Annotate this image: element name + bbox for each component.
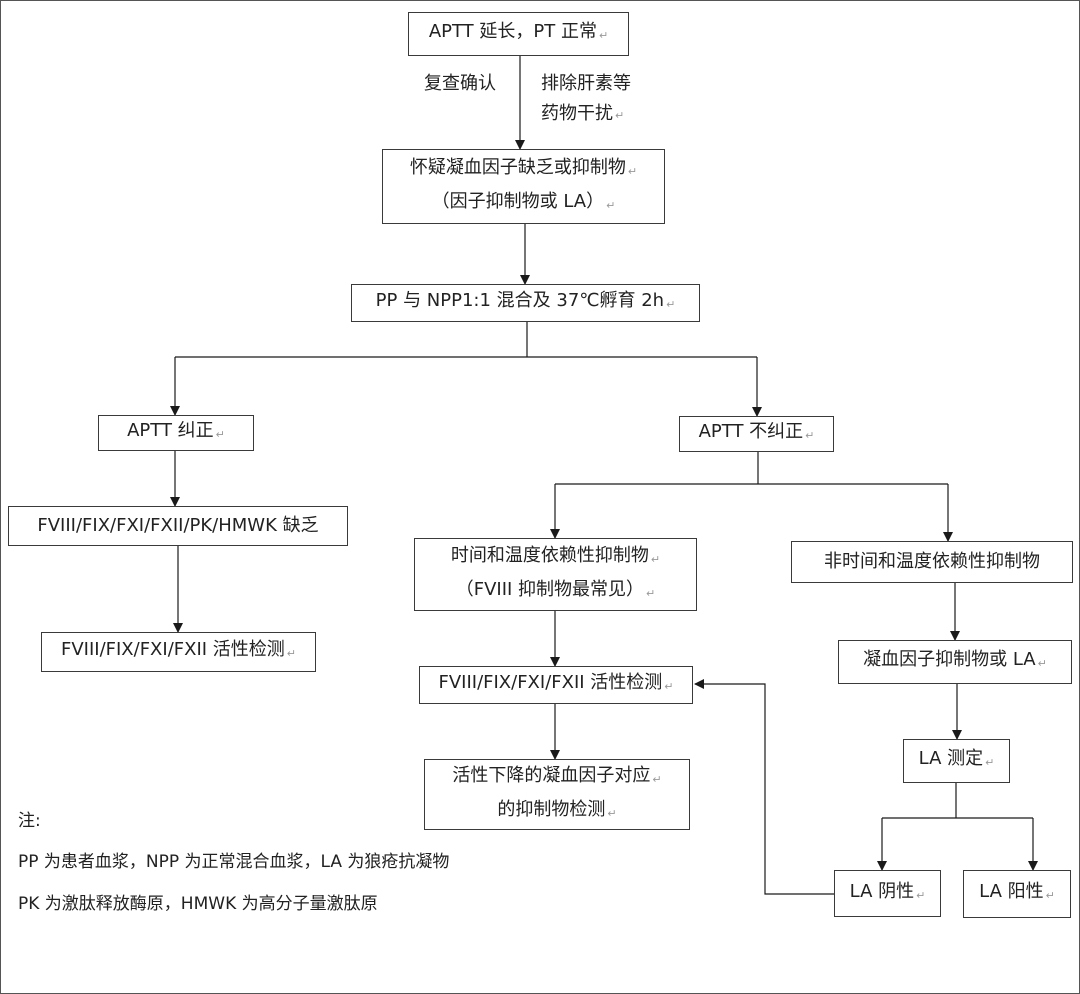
node-factor-inhibitor-or-la: 凝血因子抑制物或 LA↵ <box>838 640 1072 684</box>
paragraph-mark-icon: ↵ <box>666 298 676 311</box>
node-la-positive: LA 阳性↵ <box>963 870 1071 918</box>
paragraph-mark-icon: ↵ <box>627 164 638 178</box>
notes-title: 注: <box>18 811 41 831</box>
paragraph-mark-icon: ↵ <box>215 428 225 441</box>
node-aptt-corrected: APTT 纠正↵ <box>98 415 254 451</box>
node-decreased-factor-inhibitor-test: 活性下降的凝血因子对应↵ 的抑制物检测↵ <box>424 759 690 830</box>
paragraph-mark-icon: ↵ <box>598 29 609 42</box>
node-suspect-deficiency-or-inhibitor: 怀疑凝血因子缺乏或抑制物↵ （因子抑制物或 LA）↵ <box>382 149 665 224</box>
paragraph-mark-icon: ↵ <box>615 109 625 122</box>
node-start: APTT 延长，PT 正常↵ <box>408 12 629 56</box>
node-non-time-temp-dependent-inhibitor: 非时间和温度依赖性抑制物 <box>791 541 1073 583</box>
edge-label-exclude: 排除肝素等 药物干扰↵ <box>541 73 631 124</box>
paragraph-mark-icon: ↵ <box>607 806 617 820</box>
node-activity-test-middle: FVIII/FIX/FXI/FXII 活性检测↵ <box>419 666 693 704</box>
paragraph-mark-icon: ↵ <box>985 756 995 769</box>
node-la-negative: LA 阴性↵ <box>834 870 941 917</box>
paragraph-mark-icon: ↵ <box>1037 657 1047 670</box>
node-activity-test-left: FVIII/FIX/FXI/FXII 活性检测↵ <box>41 632 316 672</box>
notes-line-1: PP 为患者血浆，NPP 为正常混合血浆，LA 为狼疮抗凝物 <box>18 852 450 872</box>
node-factor-deficiency: FVIII/FIX/FXI/FXII/PK/HMWK 缺乏 <box>8 506 348 546</box>
paragraph-mark-icon: ↵ <box>1045 889 1055 902</box>
notes-line-2: PK 为激肽释放酶原，HMWK 为高分子量激肽原 <box>18 894 378 914</box>
paragraph-mark-icon: ↵ <box>646 586 656 600</box>
paragraph-mark-icon: ↵ <box>652 772 662 786</box>
node-mix-incubate: PP 与 NPP1:1 混合及 37℃孵育 2h↵ <box>351 284 700 322</box>
node-aptt-not-corrected: APTT 不纠正↵ <box>679 416 834 452</box>
paragraph-mark-icon: ↵ <box>916 888 926 902</box>
node-la-test: LA 测定↵ <box>903 739 1010 783</box>
edge-label-recheck: 复查确认 <box>424 73 496 94</box>
paragraph-mark-icon: ↵ <box>664 680 674 693</box>
node-time-temp-dependent-inhibitor: 时间和温度依赖性抑制物↵ （FVIII 抑制物最常见）↵ <box>414 538 697 611</box>
paragraph-mark-icon: ↵ <box>805 429 815 442</box>
paragraph-mark-icon: ↵ <box>606 198 616 212</box>
paragraph-mark-icon: ↵ <box>650 552 661 566</box>
paragraph-mark-icon: ↵ <box>286 647 296 660</box>
